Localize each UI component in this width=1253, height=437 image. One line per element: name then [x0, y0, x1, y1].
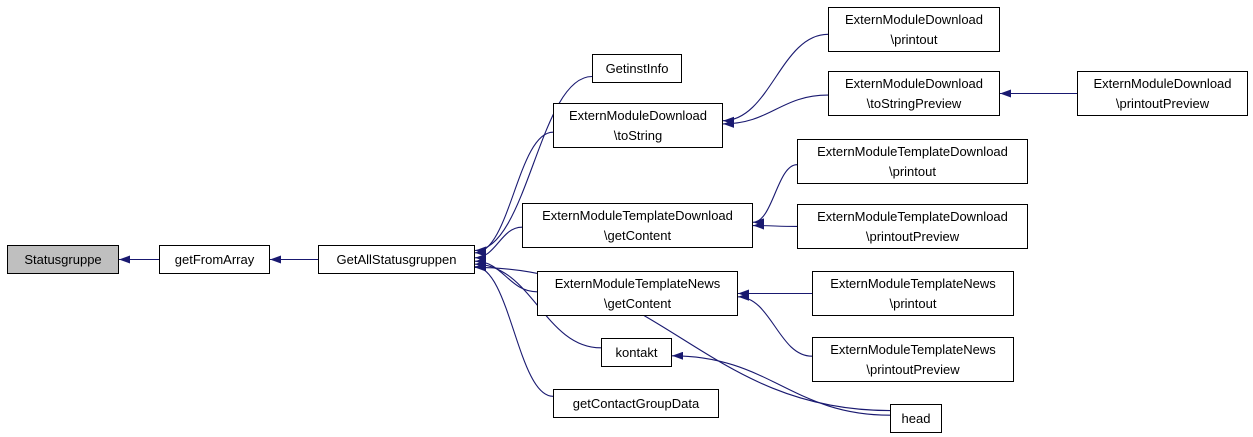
- node-label: ExternModuleDownload \toString: [568, 107, 708, 143]
- node-label: Statusgruppe: [24, 251, 102, 267]
- node-label: GetinstInfo: [605, 60, 669, 76]
- node-label: ExternModuleTemplateDownload \printoutPr…: [817, 208, 1008, 244]
- node-kontakt[interactable]: kontakt: [601, 338, 672, 367]
- node-externmoduletemplatenews-getcontent[interactable]: ExternModuleTemplateNews \getContent: [537, 271, 738, 316]
- node-externmoduletemplatenews-printoutpreview[interactable]: ExternModuleTemplateNews \printoutPrevie…: [812, 337, 1014, 382]
- node-externmoduletemplatedownload-getcontent[interactable]: ExternModuleTemplateDownload \getContent: [522, 203, 753, 248]
- node-label: getFromArray: [174, 251, 255, 267]
- node-externmoduledownload-tostringpreview[interactable]: ExternModuleDownload \toStringPreview: [828, 71, 1000, 116]
- node-label: ExternModuleDownload \toStringPreview: [844, 75, 984, 111]
- node-head[interactable]: head: [890, 404, 942, 433]
- node-externmoduletemplatedownload-printoutpreview[interactable]: ExternModuleTemplateDownload \printoutPr…: [797, 204, 1028, 249]
- node-label: kontakt: [615, 344, 658, 360]
- node-externmoduledownload-printout[interactable]: ExternModuleDownload \printout: [828, 7, 1000, 52]
- node-label: ExternModuleTemplateNews \printoutPrevie…: [830, 341, 996, 377]
- node-label: ExternModuleTemplateNews \getContent: [554, 275, 721, 311]
- node-label: ExternModuleDownload \printoutPreview: [1093, 75, 1232, 111]
- node-statusgruppe: Statusgruppe: [7, 245, 119, 274]
- node-externmoduledownload-printoutpreview[interactable]: ExternModuleDownload \printoutPreview: [1077, 71, 1248, 116]
- node-label: head: [901, 410, 931, 426]
- node-label: ExternModuleDownload \printout: [844, 11, 984, 47]
- node-externmoduledownload-tostring[interactable]: ExternModuleDownload \toString: [553, 103, 723, 148]
- node-label: ExternModuleTemplateDownload \getContent: [542, 207, 733, 243]
- node-getfromarray[interactable]: getFromArray: [159, 245, 270, 274]
- node-label: getContactGroupData: [572, 395, 700, 411]
- node-label: ExternModuleTemplateNews \printout: [830, 275, 996, 311]
- node-label: ExternModuleTemplateDownload \printout: [817, 143, 1008, 179]
- node-label: GetAllStatusgruppen: [336, 251, 457, 267]
- node-getcontactgroupdata[interactable]: getContactGroupData: [553, 389, 719, 418]
- node-getinstinfo[interactable]: GetinstInfo: [592, 54, 682, 83]
- node-externmoduletemplatenews-printout[interactable]: ExternModuleTemplateNews \printout: [812, 271, 1014, 316]
- node-getallstatusgruppen[interactable]: GetAllStatusgruppen: [318, 245, 475, 274]
- node-externmoduletemplatedownload-printout[interactable]: ExternModuleTemplateDownload \printout: [797, 139, 1028, 184]
